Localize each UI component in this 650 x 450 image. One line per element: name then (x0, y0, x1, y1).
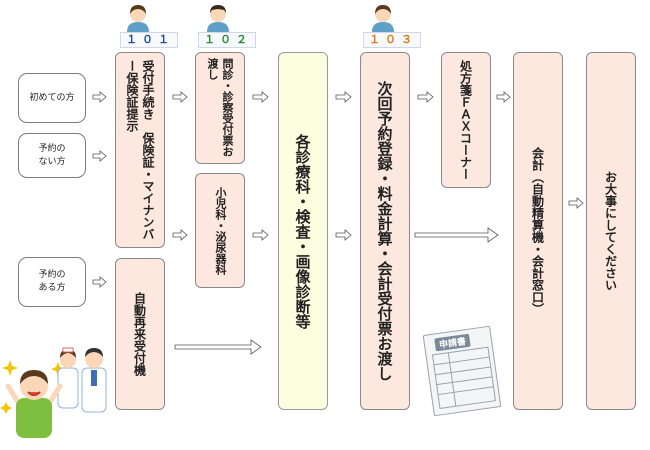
prescription-fax-label: 処方箋ＦＡＸコーナー (458, 60, 473, 180)
interview-box: 問診・診察受付票お渡し (195, 52, 245, 164)
patient-and-staff-illustration (0, 347, 107, 438)
arrow (568, 197, 584, 209)
start-with-appointment: 予約の ある方 (18, 257, 86, 307)
start-no-appointment: 予約の ない方 (18, 133, 86, 178)
interview-label: 問診・診察受付票お渡し (206, 58, 234, 157)
reception-label: 受付手続き 保険証・マイナンバー保険証提示 (125, 60, 155, 240)
arrow (335, 91, 352, 103)
arrow (335, 229, 352, 241)
room-number-102: １０２ (198, 32, 256, 48)
staff-icon (372, 5, 394, 32)
farewell-label: お大事にしてください (603, 171, 618, 291)
pediatrics-label: 小児科・泌尿器科 (214, 186, 227, 275)
arrow (496, 91, 511, 103)
arrow (252, 91, 269, 103)
room-number-103: １０３ (363, 32, 421, 48)
arrow (92, 150, 107, 162)
room-number-101: １０１ (120, 32, 178, 48)
auto-reception-box: 自動再来受付機 (115, 258, 165, 410)
start-first-visit: 初めての方 (18, 73, 86, 123)
departments-label: 各診療科・検査・画像診断等 (293, 133, 312, 329)
arrow (417, 91, 434, 103)
staff-icon (207, 5, 229, 32)
prescription-fax-box: 処方箋ＦＡＸコーナー (441, 52, 491, 188)
arrow (172, 91, 188, 103)
arrow (172, 229, 188, 241)
departments-box: 各診療科・検査・画像診断等 (278, 52, 328, 410)
pediatrics-box: 小児科・泌尿器科 (195, 173, 245, 288)
staff-icon (127, 5, 149, 32)
arrow (174, 339, 262, 355)
arrow (252, 229, 269, 241)
next-appointment-label: 次回予約登録・料金計算・会計受付票お渡し (375, 81, 394, 381)
accounting-label: 会計（自動精算機・会計窓口） (530, 147, 545, 315)
reception-box: 受付手続き 保険証・マイナンバー保険証提示 (115, 52, 165, 248)
arrow (92, 91, 107, 103)
next-appointment-box: 次回予約登録・料金計算・会計受付票お渡し (360, 52, 410, 410)
auto-reception-label: 自動再来受付機 (132, 292, 147, 376)
application-form-illustration: 申請書 (422, 325, 502, 417)
arrow (92, 276, 107, 288)
farewell-box: お大事にしてください (586, 52, 636, 410)
arrow (414, 227, 499, 243)
accounting-box: 会計（自動精算機・会計窓口） (513, 52, 563, 410)
